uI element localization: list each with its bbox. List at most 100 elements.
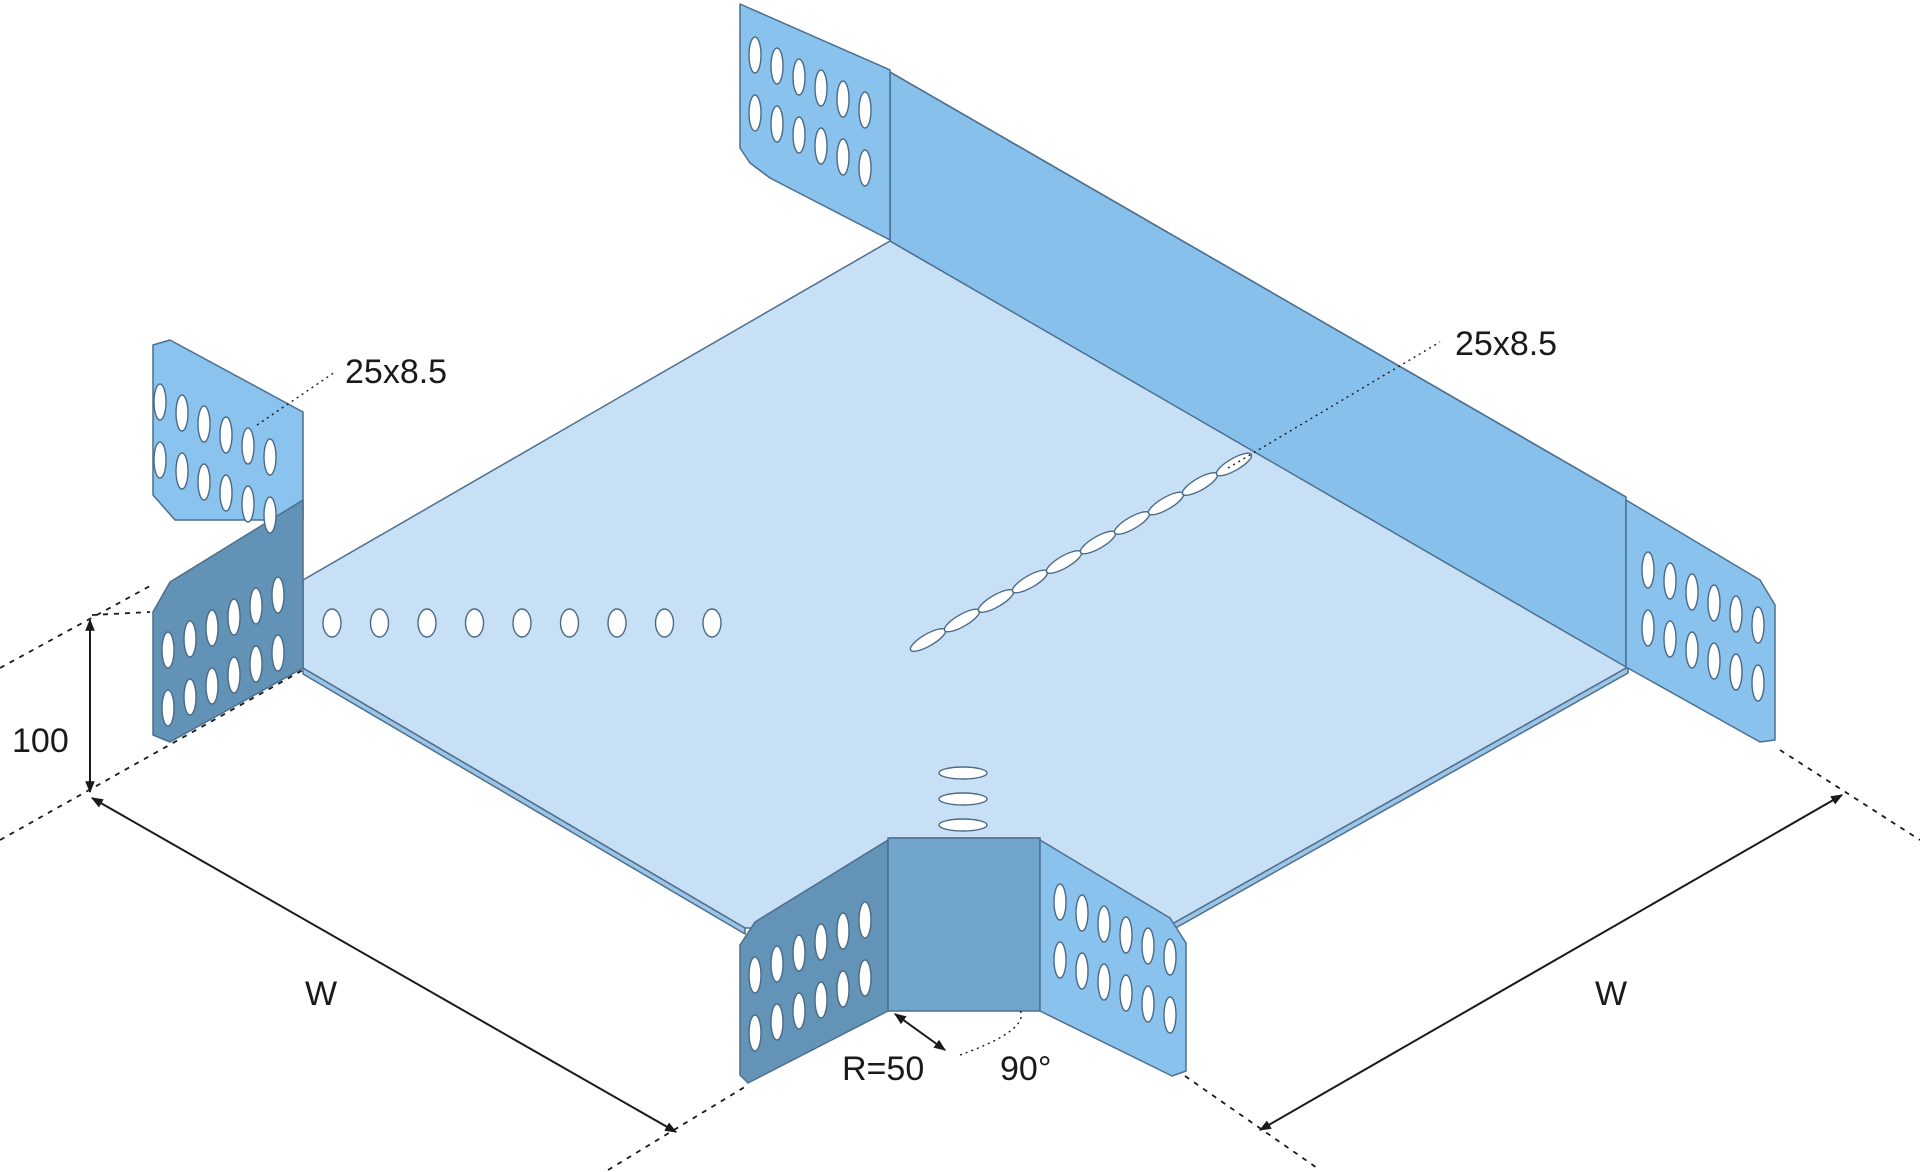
slot-left-splice [241, 427, 255, 465]
slot-left-wall [271, 634, 285, 672]
slot-left-wall [249, 587, 263, 625]
slot-left-splice [175, 452, 189, 490]
slot-base-row-left [559, 608, 580, 638]
slot-branch-left [858, 901, 872, 939]
slot-branch-right [1163, 938, 1177, 976]
slot-back-splice-left [814, 69, 828, 107]
slot-left-wall [161, 631, 175, 669]
slot-back-splice-left [792, 58, 806, 96]
extension-lines [0, 585, 1920, 1171]
slot-back-splice-left [858, 149, 872, 187]
slot-base-row-left [464, 608, 485, 638]
slot-left-splice [197, 463, 211, 501]
branch-center-panel [887, 837, 1041, 1012]
slot-back-splice-right [1641, 609, 1655, 647]
slot-left-splice [219, 474, 233, 512]
slot-branch-left [814, 923, 828, 961]
slot-branch-left [792, 992, 806, 1030]
slot-branch-left [836, 912, 850, 950]
slot-branch-left [770, 945, 784, 983]
leader-right [1227, 341, 1441, 469]
slot-back-splice-left [858, 91, 872, 129]
slot-back-splice-right [1663, 562, 1677, 600]
slot-left-wall [205, 667, 219, 705]
slot-branch-right [1075, 952, 1089, 990]
angle-label: 90° [1000, 1050, 1051, 1088]
slot-branch-left [858, 959, 872, 997]
width-label-left: W [305, 975, 337, 1013]
slot-branch-left [748, 1014, 762, 1052]
slot-left-splice [175, 394, 189, 432]
slot-left-splice [219, 416, 233, 454]
slot-left-wall [249, 645, 263, 683]
slot-size-label-right: 25x8.5 [1455, 325, 1557, 363]
slot-back-splice-right [1707, 584, 1721, 622]
slot-branch-left [836, 970, 850, 1008]
slot-left-wall [183, 678, 197, 716]
leader-left [256, 371, 336, 426]
slot-base-row-left [417, 608, 437, 638]
slot-branch-right [1097, 963, 1111, 1001]
slot-back-splice-left [792, 116, 806, 154]
slot-base-row-left [654, 608, 675, 638]
slot-branch-left [792, 934, 806, 972]
slot-left-splice [197, 405, 211, 443]
slot-branch-left [748, 956, 762, 994]
slot-back-splice-left [770, 105, 784, 143]
height-label: 100 [12, 722, 69, 760]
slot-base-row-left [322, 608, 342, 638]
dimension-lines [85, 618, 1844, 1133]
slot-back-splice-right [1751, 664, 1765, 702]
slot-back-splice-left [836, 80, 850, 118]
slot-base-row-branch [938, 792, 988, 806]
slot-size-label-left: 25x8.5 [345, 353, 447, 391]
slot-branch-right [1141, 927, 1155, 965]
slot-left-splice [263, 438, 277, 476]
back-wall-top-line [889, 71, 1627, 498]
slot-left-wall [271, 576, 285, 614]
slot-branch-right [1053, 883, 1067, 921]
slot-back-splice-left [836, 138, 850, 176]
slot-left-splice [263, 496, 277, 534]
slot-branch-right [1075, 894, 1089, 932]
slot-holes [153, 36, 1765, 1052]
slot-left-splice [153, 383, 167, 421]
slot-back-splice-right [1707, 642, 1721, 680]
slot-back-splice-right [1641, 551, 1655, 589]
radius-label: R=50 [842, 1050, 924, 1088]
width-label-right: W [1595, 975, 1627, 1013]
slot-back-splice-right [1751, 606, 1765, 644]
slot-branch-right [1097, 905, 1111, 943]
slot-back-splice-right [1729, 653, 1743, 691]
slot-left-wall [205, 609, 219, 647]
slot-left-wall [227, 598, 241, 636]
slot-back-splice-right [1729, 595, 1743, 633]
slot-left-wall [161, 689, 175, 727]
slot-back-splice-left [814, 127, 828, 165]
slot-branch-right [1053, 941, 1067, 979]
slot-left-splice [241, 485, 255, 523]
slot-back-splice-left [748, 94, 762, 132]
slot-base-row-branch [938, 766, 988, 780]
slot-back-splice-left [770, 47, 784, 85]
slot-back-splice-right [1663, 620, 1677, 658]
slot-back-splice-right [1685, 573, 1699, 611]
slot-base-row-left [607, 608, 627, 638]
slot-base-row-left [369, 608, 390, 638]
slot-base-row-left [512, 608, 532, 638]
slot-left-splice [153, 441, 167, 479]
slot-back-splice-left [748, 36, 762, 74]
slot-branch-right [1163, 996, 1177, 1034]
slot-branch-right [1119, 974, 1133, 1012]
slot-branch-right [1141, 985, 1155, 1023]
slot-left-wall [183, 620, 197, 658]
slot-base-row-left [702, 608, 722, 638]
slot-branch-right [1119, 916, 1133, 954]
slot-left-wall [227, 656, 241, 694]
slot-back-splice-right [1685, 631, 1699, 669]
slot-branch-left [814, 981, 828, 1019]
slot-base-row-branch [938, 818, 988, 832]
slot-branch-left [770, 1003, 784, 1041]
